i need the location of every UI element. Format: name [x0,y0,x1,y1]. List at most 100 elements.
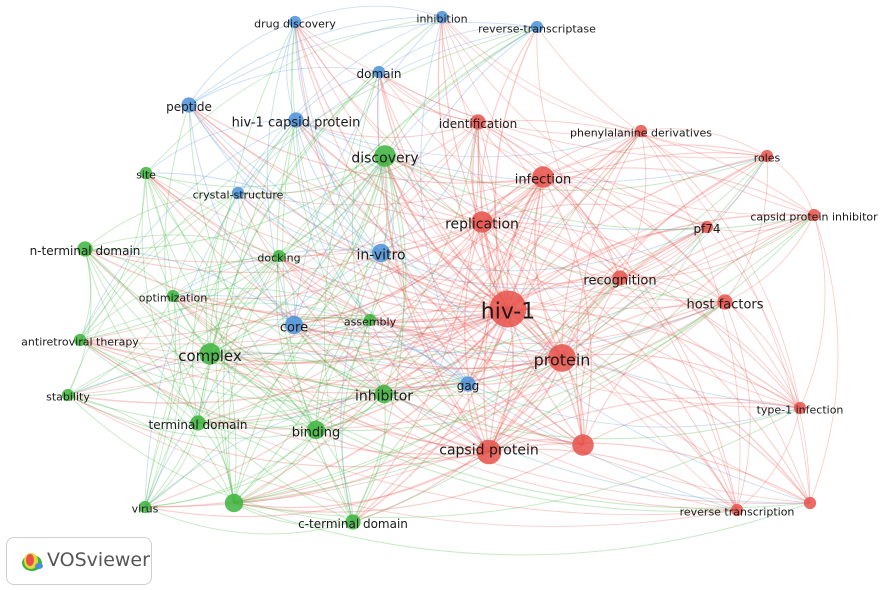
node-roles[interactable] [760,149,774,163]
node-label-docking: docking [257,252,300,265]
network-edge [477,121,621,279]
node-protein[interactable] [548,344,576,372]
node-unlabeled_red2[interactable] [803,496,817,510]
node-domain[interactable] [372,65,386,79]
network-edge [84,248,385,395]
node-peptide[interactable] [181,97,197,113]
node-label-revtranscriptase: reverse-transcriptase [478,23,596,36]
node-assembly[interactable] [363,313,377,327]
node-label-terminal: terminal domain [149,418,248,432]
node-stability[interactable] [61,388,75,402]
network-edge [144,295,181,508]
network-edge [293,324,584,446]
node-discovery[interactable] [374,145,396,167]
network-edge [209,342,469,385]
node-hivcapsid[interactable] [288,112,304,128]
network-edge [145,172,621,285]
node-terminal[interactable] [190,415,206,431]
network-edge [294,21,801,409]
network-edge [209,353,738,513]
network-edge [84,192,239,250]
network-edge [352,383,469,523]
network-edge [377,71,469,385]
network-edge [67,316,371,396]
node-unlabeled_red[interactable] [572,434,594,456]
node-drug[interactable] [288,15,302,29]
node-hiv1[interactable] [489,290,527,328]
network-edge [352,308,509,523]
network-edge [380,226,708,272]
node-replication[interactable] [471,211,493,233]
node-recognition[interactable] [612,270,628,286]
node-revtranscriptase[interactable] [530,20,544,34]
network-edge [619,276,726,303]
node-pf74[interactable] [700,220,714,234]
node-inhibition[interactable] [435,10,449,24]
network-edge [383,176,544,395]
node-label-assembly: assembly [344,316,397,329]
node-cpi[interactable] [807,208,821,222]
network-edge [378,71,483,223]
node-identification[interactable] [470,114,486,130]
network-edge [145,172,509,310]
network-edge [378,71,726,303]
network-edge [369,226,708,323]
vosviewer-badge[interactable]: VOSviewer [6,537,152,585]
network-edge [640,130,811,504]
network-edge [481,221,726,303]
network-edge [369,319,469,385]
network-edge [209,353,317,431]
node-revtrans[interactable] [730,503,744,517]
network-edge [233,252,382,504]
network-edge [470,121,483,223]
network-edge [295,71,380,121]
node-complex[interactable] [199,343,221,365]
node-virus[interactable] [138,500,152,514]
node-phenyl[interactable] [634,124,648,138]
network-edge [275,255,317,431]
node-invitro[interactable] [371,243,391,263]
node-site[interactable] [139,166,153,180]
node-label-hivcapsid: hiv-1 capsid protein [232,115,361,130]
node-binding[interactable] [306,420,326,440]
node-core[interactable] [284,315,304,335]
node-crystal[interactable] [231,186,245,200]
network-edge [67,352,469,396]
network-edge [507,308,811,504]
node-gag[interactable] [460,376,476,392]
node-label-gag: gag [457,379,480,393]
network-edge [197,155,768,424]
network-edge [294,21,768,159]
node-capsid[interactable] [476,439,502,465]
node-docking[interactable] [272,249,286,263]
network-edge [84,248,295,326]
network-edge [766,155,815,216]
network-edge [542,167,815,216]
network-edge [197,221,483,424]
network-edge [223,119,297,504]
node-cterminal[interactable] [345,514,361,530]
network-edge [295,119,371,321]
node-inhibitor[interactable] [374,384,394,404]
network-edge [145,172,280,257]
node-antiretro[interactable] [73,333,87,347]
node-nterminal[interactable] [77,241,93,257]
network-edge [293,176,544,326]
node-label-antiretro: antiretroviral therapy [21,336,139,349]
network-edge [477,121,811,504]
node-optimization[interactable] [166,289,180,303]
node-infection[interactable] [532,166,554,188]
node-unlabeled_green[interactable] [224,493,244,513]
network-edge [144,506,354,535]
network-edge [467,121,498,385]
network-edge [295,119,382,254]
node-label-invitro: in-vitro [356,248,405,264]
network-edge [84,221,483,274]
network-edge [724,155,768,303]
network-edge [369,130,642,321]
network-edge [84,155,386,251]
node-type1[interactable] [793,401,807,415]
node-hostfactors[interactable] [717,294,733,310]
network-edge [352,226,708,523]
